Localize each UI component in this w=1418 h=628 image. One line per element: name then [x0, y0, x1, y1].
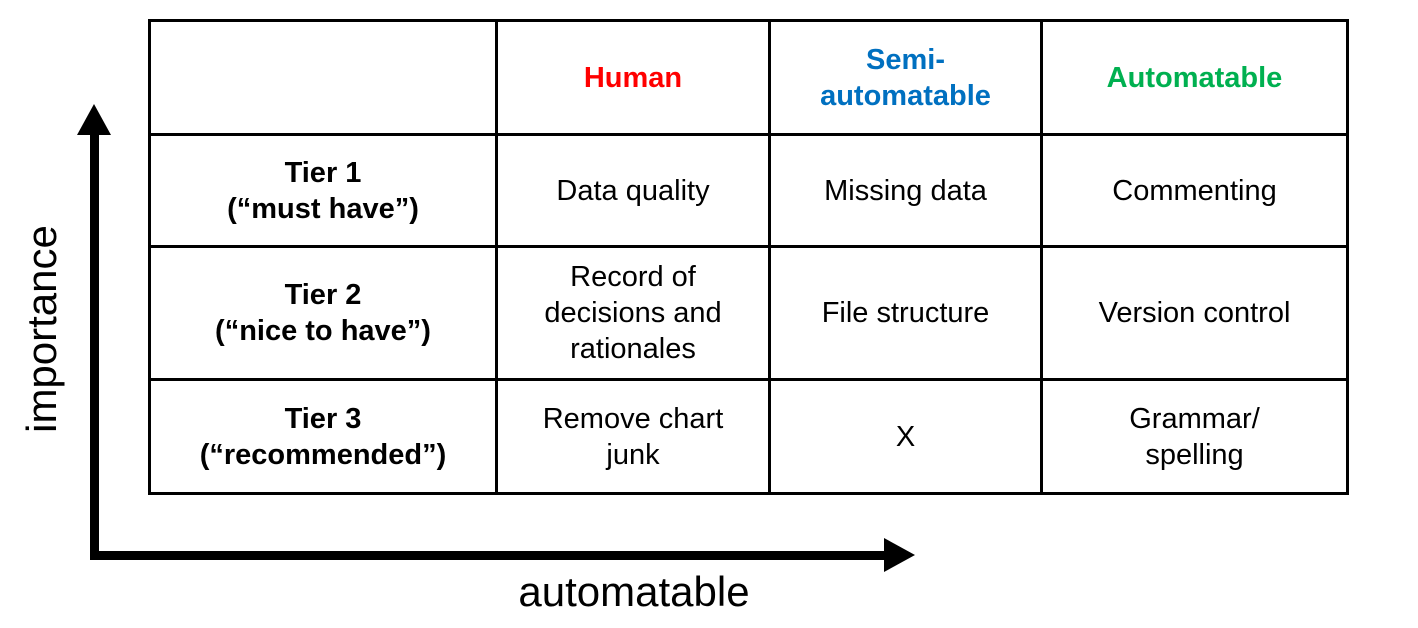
cell-tier3-semi-automatable: X	[768, 378, 1043, 495]
x-axis-label: automatable	[518, 568, 750, 615]
row-header-tier3: Tier 3 (“recommended”)	[148, 378, 498, 495]
cell-tier3-human: Remove chart junk	[495, 378, 771, 495]
cell-tier2-automatable: Version control	[1040, 245, 1349, 381]
y-axis-label: importance	[18, 225, 65, 433]
row-header-tier1: Tier 1 (“must have”)	[148, 133, 498, 248]
column-header-human: Human	[495, 19, 771, 136]
cell-tier3-automatable: Grammar/ spelling	[1040, 378, 1349, 495]
cell-tier2-semi-automatable: File structure	[768, 245, 1043, 381]
table-row-tier1: Tier 1 (“must have”) Data quality Missin…	[148, 133, 1349, 248]
cell-tier1-semi-automatable: Missing data	[768, 133, 1043, 248]
row-header-tier2: Tier 2 (“nice to have”)	[148, 245, 498, 381]
x-axis-line	[90, 551, 886, 560]
column-header-semi-automatable: Semi- automatable	[768, 19, 1043, 136]
x-axis-arrowhead-icon	[884, 538, 915, 572]
y-axis-line	[90, 130, 99, 560]
y-axis-arrowhead-icon	[77, 104, 111, 135]
priority-matrix-table: Human Semi- automatable Automatable Tier…	[148, 19, 1349, 495]
table-row-tier3: Tier 3 (“recommended”) Remove chart junk…	[148, 378, 1349, 495]
cell-tier1-human: Data quality	[495, 133, 771, 248]
cell-tier1-automatable: Commenting	[1040, 133, 1349, 248]
column-header-automatable: Automatable	[1040, 19, 1349, 136]
table-row-tier2: Tier 2 (“nice to have”) Record of decisi…	[148, 245, 1349, 381]
corner-cell	[148, 19, 498, 136]
header-row: Human Semi- automatable Automatable	[148, 19, 1349, 136]
cell-tier2-human: Record of decisions and rationales	[495, 245, 771, 381]
